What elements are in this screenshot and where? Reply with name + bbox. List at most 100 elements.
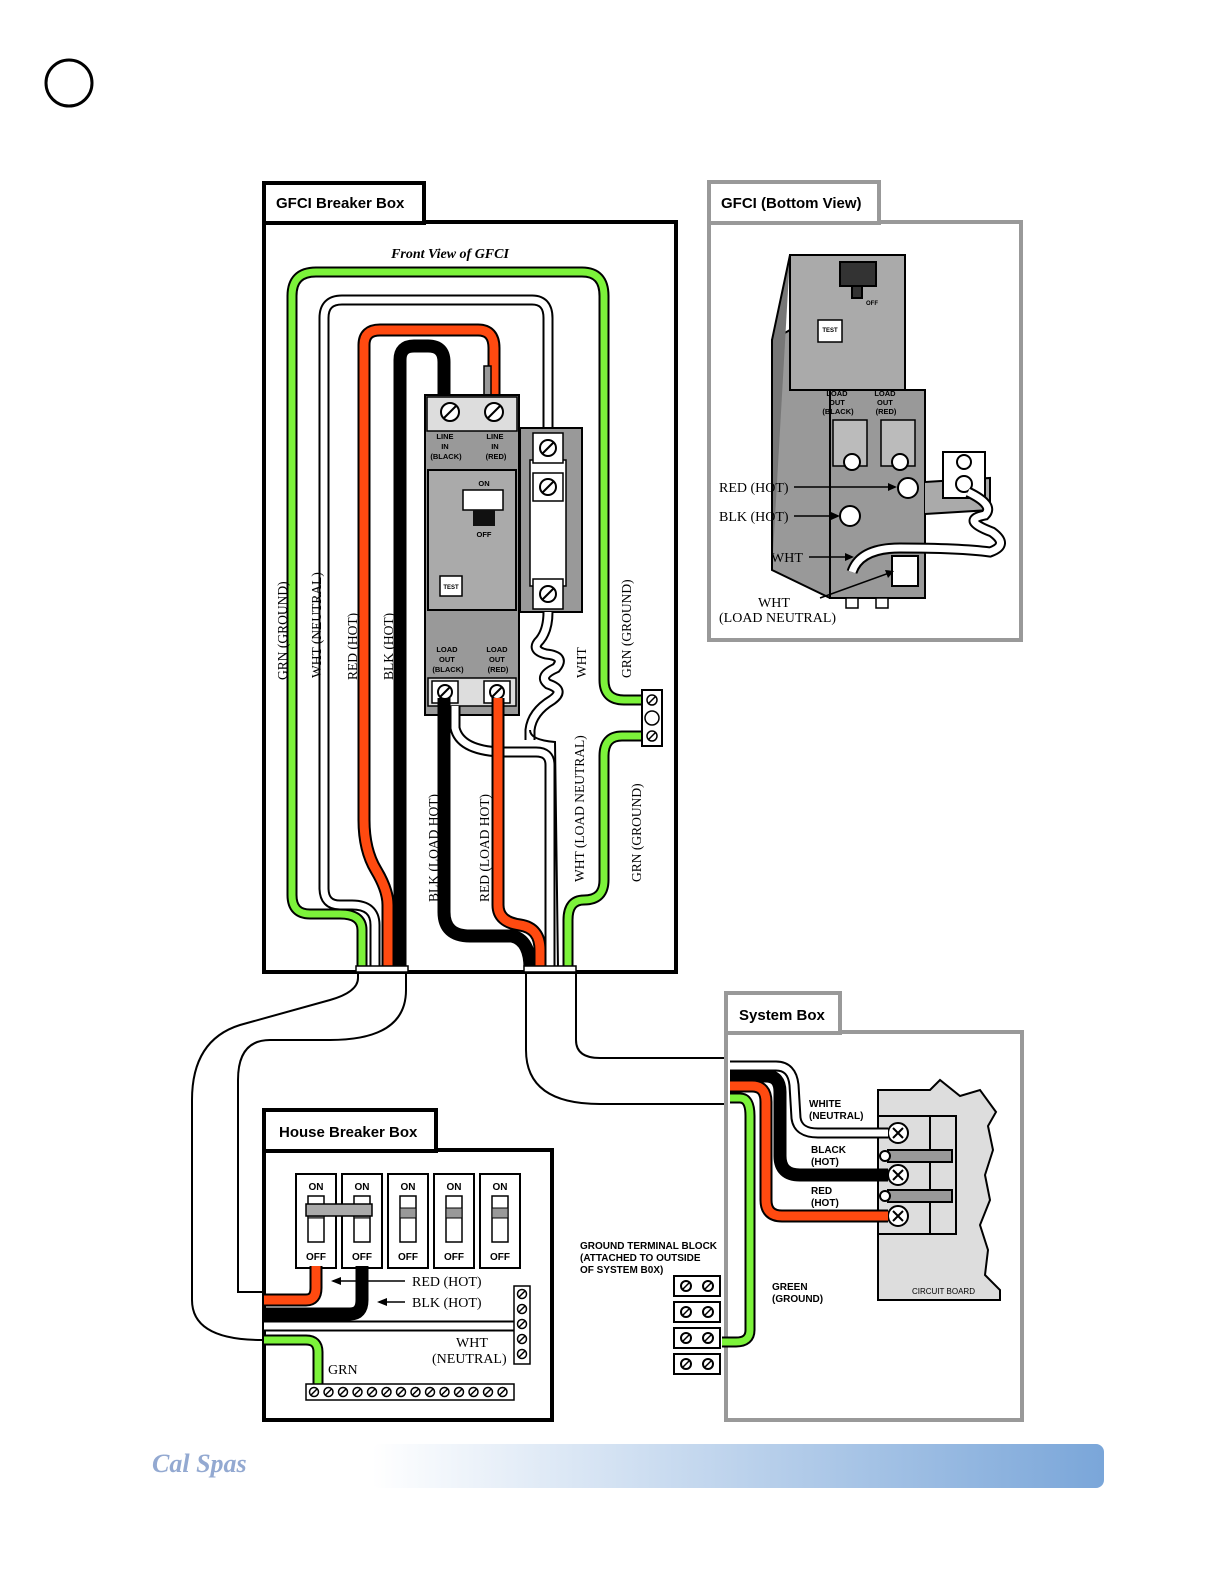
footer-bar: [372, 1444, 1104, 1488]
house-breaker-box: House Breaker Box ONOFFONOFFONOFFONOFFON…: [262, 1108, 554, 1422]
callout-blk-hot: BLK (HOT): [719, 510, 789, 525]
house-breaker-off-label: OFF: [398, 1252, 418, 1263]
sys-green-2: (GROUND): [772, 1294, 823, 1305]
svg-text:LINE IN (BLACK: LINE IN (BLACK): [430, 432, 462, 461]
house-black-hot-wire: [264, 1266, 369, 1321]
step-circle: [44, 58, 94, 108]
house-red-hot-label: RED (HOT): [412, 1275, 482, 1290]
gfci-bottom-view-panel: GFCI (Bottom View) O: [707, 180, 1023, 642]
label-grn-ground-right-top: GRN (GROUND): [619, 579, 634, 678]
gfci-bottom-off: OFF: [866, 301, 878, 307]
sys-black-2: (HOT): [811, 1157, 839, 1168]
gfci-bottom-load-out-black-3: (BLACK): [822, 407, 854, 416]
ground-block-label-2: (ATTACHED TO OUTSIDE: [580, 1253, 701, 1264]
svg-text:GREEN(GROUND): GREEN(GROUND): [772, 1282, 823, 1305]
load-out-red-label-3: (RED): [488, 665, 509, 674]
callout-wht-load-neutral-2: (LOAD NEUTRAL): [719, 611, 836, 626]
label-red-hot: RED (HOT): [345, 613, 360, 680]
label-red-load-hot: RED (LOAD HOT): [477, 794, 492, 902]
system-red-wire: [730, 1079, 888, 1223]
system-white-wire: [730, 1060, 888, 1139]
label-grn-ground-left: GRN (GROUND): [275, 581, 290, 680]
house-breaker-2: ON OFF: [341, 1173, 383, 1269]
gfci-bottom-test: TEST: [822, 328, 838, 334]
sys-white-1: WHITE: [809, 1099, 842, 1110]
house-breaker-on-label: ON: [447, 1182, 462, 1193]
svg-text:LINE IN (RED): LINE IN (RED): [486, 432, 507, 461]
gfci-box-title: GFCI Breaker Box: [276, 195, 405, 212]
callout-wht: WHT: [771, 551, 803, 566]
load-out-red-label-2: OUT: [489, 655, 505, 664]
ground-terminal-block: GROUND TERMINAL BLOCK (ATTACHED TO OUTSI…: [580, 1241, 721, 1375]
house-grn-label: GRN: [328, 1363, 358, 1378]
label-wht-load-neutral: WHT (LOAD NEUTRAL): [572, 735, 587, 882]
house-ground-bar: [305, 1383, 515, 1401]
gfci-test-button: [439, 575, 463, 597]
label-grn-ground-right-bottom: GRN (GROUND): [629, 783, 644, 882]
house-breaker-5: ON OFF: [479, 1173, 521, 1269]
svg-text:LOAD OUT (RED): LOAD OUT (RED): [486, 645, 509, 674]
green-ground-wire-left: [286, 266, 642, 970]
svg-text:GROUND TERMINAL BLOCK (A: GROUND TERMINAL BLOCK (ATTACHED TO OUTSI…: [580, 1241, 720, 1276]
cal-spas-logo: Cal Spas: [152, 1449, 247, 1478]
circuit-board-label: CIRCUIT BOARD: [912, 1287, 975, 1296]
label-blk-load-hot: BLK (LOAD HOT): [426, 794, 441, 902]
sys-white-2: (NEUTRAL): [809, 1111, 863, 1122]
house-wht-label-2: (NEUTRAL): [432, 1352, 507, 1367]
gfci-test-label: TEST: [443, 585, 459, 591]
house-green-wire: [264, 1334, 324, 1386]
house-breaker-off-label: OFF: [490, 1252, 510, 1263]
line-in-red-label-3: (RED): [486, 452, 507, 461]
house-breaker-on-label: ON: [401, 1182, 416, 1193]
line-in-black-label-3: (BLACK): [430, 452, 462, 461]
red-hot-terminal: [897, 477, 919, 499]
red-load-wire: [491, 698, 547, 968]
line-in-black-label-2: IN: [441, 442, 449, 451]
red-hot-wire-left: [357, 323, 501, 970]
load-out-black-label-2: OUT: [439, 655, 455, 664]
gfci-bottom-load-out-black-2: OUT: [829, 398, 845, 407]
label-wht: WHT: [574, 647, 589, 678]
svg-text:LOAD OUT (BLACK): LOAD OUT (BLACK): [822, 389, 854, 416]
house-neutral-bar: [513, 1285, 531, 1365]
gfci-bottom-load-out-red-2: OUT: [877, 398, 893, 407]
callout-wht-load-neutral-1: WHT: [758, 596, 790, 611]
gfci-bottom-breaker: [771, 254, 991, 609]
white-neutral-wire-left: [318, 294, 554, 970]
ground-lug: [641, 689, 663, 747]
gfci-on-label: ON: [478, 479, 489, 488]
load-out-black-label-3: (BLACK): [432, 665, 464, 674]
house-red-hot-wire: [264, 1266, 323, 1307]
wht-load-neutral-terminal: [891, 555, 919, 587]
gfci-bottom-white-wire: [846, 487, 1006, 575]
gfci-bottom-load-out-red-1: LOAD: [874, 389, 896, 398]
house-breaker-on-label: ON: [355, 1182, 370, 1193]
line-in-red-label-2: IN: [491, 442, 499, 451]
black-load-wire: [437, 698, 537, 969]
green-ground-wire-right: [562, 730, 642, 968]
sys-red-1: RED: [811, 1186, 832, 1197]
black-hot-wire-left: [393, 339, 451, 970]
gfci-front-view-caption: Front View of GFCI: [390, 247, 509, 262]
gfci-breaker-box: GFCI Breaker Box Front View of GFCI: [262, 181, 678, 974]
white-coiled-wire: [449, 611, 565, 969]
house-breaker-3: ON OFF: [387, 1173, 429, 1269]
svg-text:LOAD OUT (BLAC: LOAD OUT (BLACK): [432, 645, 464, 674]
callout-red-hot: RED (HOT): [719, 481, 789, 496]
svg-text:RED(HOT): RED(HOT): [811, 1186, 839, 1209]
gfci-breaker: LINE IN (BLACK) LINE IN (RED) ON OFF TES…: [424, 365, 520, 716]
line-in-black-label-1: LINE: [436, 432, 453, 441]
line-in-red-label-1: LINE: [486, 432, 503, 441]
gfci-switch-handle: [473, 510, 495, 526]
gfci-bottom-load-out-black-1: LOAD: [826, 389, 848, 398]
gfci-bottom-load-out-red-3: (RED): [876, 407, 897, 416]
blk-hot-terminal: [839, 505, 861, 527]
house-breaker-off-label: OFF: [352, 1252, 372, 1263]
sys-red-2: (HOT): [811, 1198, 839, 1209]
house-breaker-off-label: OFF: [306, 1252, 326, 1263]
house-breaker-on-label: ON: [493, 1182, 508, 1193]
gfci-off-label: OFF: [477, 530, 492, 539]
